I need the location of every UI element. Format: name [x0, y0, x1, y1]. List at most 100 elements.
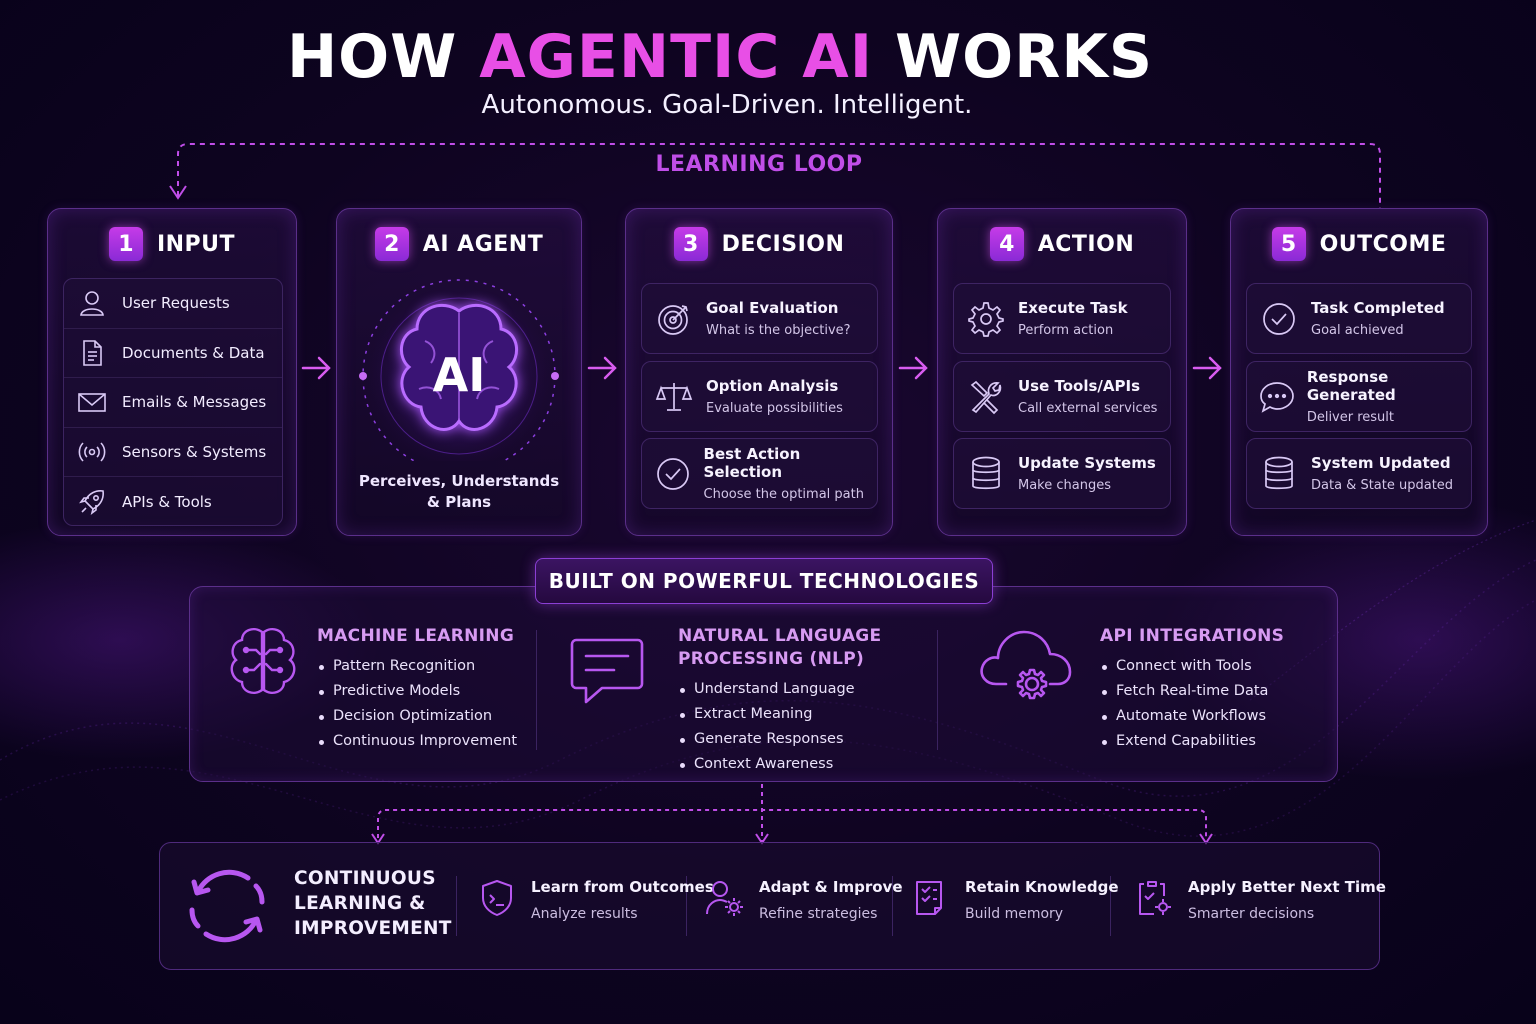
divider: [456, 876, 457, 936]
continuous-title-line1: CONTINUOUS: [294, 868, 436, 889]
tech-list-item: Context Awareness: [678, 752, 881, 777]
check-circle-icon: [1247, 284, 1311, 353]
user-icon: [76, 287, 108, 319]
person-gear-icon: [706, 881, 743, 916]
ai-brain-icon: AI: [359, 279, 559, 461]
stage-number: 2: [374, 227, 409, 261]
tech-title: MACHINE LEARNING: [317, 626, 515, 646]
item-title: Retain Knowledge: [965, 878, 1119, 896]
continuous-learning-panel: [159, 842, 1380, 970]
database-icon: [1247, 439, 1311, 508]
rocket-icon: [76, 486, 108, 518]
tech-list-item: Extend Capabilities: [1100, 729, 1284, 754]
stage-input-card: 1 INPUT User Requests Documents & Data E…: [47, 208, 297, 536]
tech-list-item: Continuous Improvement: [317, 729, 517, 754]
title-prefix: HOW: [286, 22, 480, 92]
divider: [536, 630, 537, 750]
item-title: Best Action Selection: [703, 445, 801, 481]
check-circle-icon: [642, 439, 704, 508]
chat-icon: [1247, 362, 1307, 431]
tech-list-item: Pattern Recognition: [317, 654, 517, 679]
item-title: Learn from Outcomes: [531, 878, 714, 896]
continuous-title: CONTINUOUS LEARNING & IMPROVEMENT: [294, 866, 452, 941]
item-desc: Evaluate possibilities: [706, 401, 843, 416]
item-desc: Goal achieved: [1311, 323, 1404, 338]
continuous-title-line2: LEARNING &: [294, 893, 426, 914]
item-desc: What is the objective?: [706, 323, 851, 338]
tech-column-ml: MACHINE LEARNING Pattern Recognition Pre…: [317, 625, 517, 754]
tech-list-item: Extract Meaning: [678, 702, 881, 727]
continuous-title-line3: IMPROVEMENT: [294, 918, 452, 939]
divider: [892, 876, 893, 936]
item-title: Option Analysis: [706, 377, 839, 395]
input-item-label: APIs & Tools: [122, 493, 212, 512]
input-item-label: User Requests: [122, 294, 230, 313]
brain-icon: [230, 628, 296, 694]
tech-list: Pattern Recognition Predictive Models De…: [317, 654, 517, 754]
agent-caption-line1: Perceives, Understands: [358, 472, 560, 490]
item-title: Response Generated: [1306, 368, 1396, 404]
target-icon: [642, 284, 706, 353]
technologies-badge: BUILT ON POWERFUL TECHNOLOGIES: [535, 558, 993, 604]
flow-arrow-icon: [898, 356, 928, 380]
tech-list-item: Automate Workflows: [1100, 704, 1284, 729]
tech-list-item: Understand Language: [678, 677, 881, 702]
item-desc: Call external services: [1018, 401, 1158, 416]
mail-icon: [76, 386, 108, 418]
input-item: Documents & Data: [64, 329, 282, 379]
item-desc: Choose the optimal path: [703, 487, 864, 502]
item-desc: Build memory: [965, 906, 1064, 922]
item-title: Adapt & Improve: [759, 878, 903, 896]
agent-caption: Perceives, Understands & Plans: [337, 471, 581, 513]
title-accent: AGENTIC AI: [479, 22, 874, 92]
stage-title: INPUT: [156, 231, 236, 257]
divider: [1110, 876, 1111, 936]
stage-number: 3: [673, 227, 708, 261]
input-item-label: Documents & Data: [122, 343, 265, 362]
input-item: APIs & Tools: [64, 477, 282, 527]
flow-arrow-icon: [1192, 356, 1222, 380]
item-title: Use Tools/APIs: [1018, 377, 1141, 395]
sensor-icon: [76, 436, 108, 468]
input-item-label: Emails & Messages: [122, 393, 267, 412]
stage-title: DECISION: [721, 231, 845, 257]
tech-column-api: API INTEGRATIONS Connect with Tools Fetc…: [1100, 625, 1284, 754]
item-title: Apply Better Next Time: [1188, 878, 1386, 896]
flow-arrow-icon: [301, 356, 331, 380]
tech-list-item: Decision Optimization: [317, 704, 517, 729]
item-title: Execute Task: [1018, 299, 1128, 317]
page-title: HOW AGENTIC AI WORKS: [0, 22, 1440, 92]
tech-list-item: Connect with Tools: [1100, 654, 1284, 679]
input-list: User Requests Documents & Data Emails & …: [63, 278, 283, 526]
shield-learn-icon: [482, 880, 512, 916]
ai-badge-text: AI: [433, 348, 486, 402]
tools-icon: [954, 362, 1018, 431]
stage-number: 4: [989, 227, 1024, 261]
item-desc: Data & State updated: [1311, 478, 1454, 493]
item-title: System Updated: [1311, 454, 1451, 472]
tech-list-item: Fetch Real-time Data: [1100, 679, 1284, 704]
divider: [686, 876, 687, 936]
scale-icon: [642, 362, 706, 431]
cloud-gear-icon: [980, 630, 1072, 700]
chat-bubble-icon: [570, 638, 644, 704]
learning-loop-label: LEARNING LOOP: [655, 152, 863, 177]
tech-title-line1: NATURAL LANGUAGE: [678, 626, 882, 646]
item-desc: Analyze results: [531, 906, 638, 922]
item-title: Goal Evaluation: [706, 299, 839, 317]
divider: [937, 630, 938, 750]
input-item-label: Sensors & Systems: [122, 443, 267, 462]
tech-title: API INTEGRATIONS: [1100, 626, 1285, 646]
